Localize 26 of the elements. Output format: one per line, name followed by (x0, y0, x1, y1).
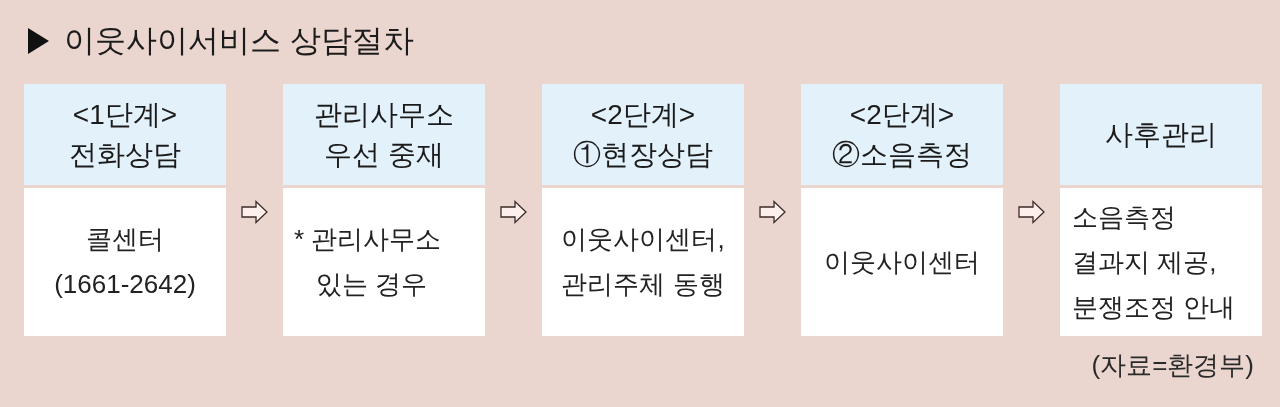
arrow (759, 200, 786, 224)
step-header-box (24, 84, 226, 185)
arrow (241, 200, 268, 224)
step-body-box (801, 188, 1003, 336)
arrow (1018, 200, 1045, 224)
arrow (500, 200, 527, 224)
source-note: (자료=환경부) (1091, 349, 1254, 382)
step-body-box (283, 188, 485, 336)
step-description: 이웃사이센터 (823, 245, 981, 279)
diagram-title: 이웃사이서비스 상담절차 (64, 22, 414, 60)
step-heading: <1단계> 전화상담 (68, 97, 182, 172)
step-header-box (801, 84, 1003, 185)
step-heading: 관리사무소 우선 중재 (313, 97, 455, 172)
step-description: 소음측정 결과지 제공, 분쟁조정 안내 (1071, 200, 1237, 324)
step-heading: <2단계> ②소음측정 (831, 97, 973, 172)
step-header-box (542, 84, 744, 185)
step-heading: <2단계> ①현장상담 (572, 97, 714, 172)
step-body-box (1060, 188, 1262, 336)
step-description: * 관리사무소 있는 경우 (293, 223, 443, 301)
step-body-box (24, 188, 226, 336)
step-description: 콜센터 (1661-2642) (53, 223, 197, 301)
step-description: 이웃사이센터, 관리주체 동행 (560, 223, 726, 301)
step-header-box (1060, 84, 1262, 185)
step-header-box (283, 84, 485, 185)
step-heading: 사후관리 (1104, 117, 1218, 152)
step-body-box (542, 188, 744, 336)
